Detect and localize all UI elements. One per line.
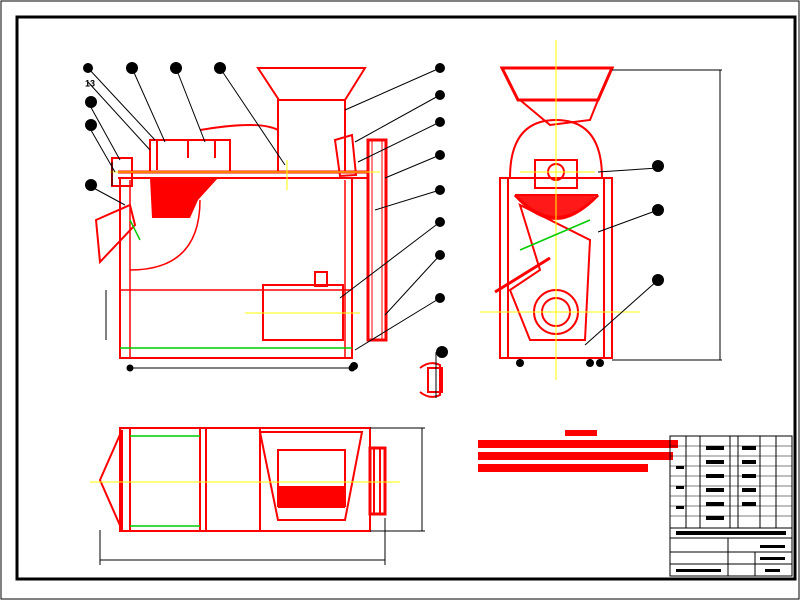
technical-notes [478,430,678,472]
top-view [98,427,387,532]
parts-list-glyphs [676,446,786,572]
inner-border [15,15,797,581]
top-screen-fill [278,486,345,508]
detail-view [419,352,443,398]
parts-list-rows [670,445,792,517]
hopper [256,67,367,101]
discharge-chute [94,203,137,265]
side-hopper [499,66,615,102]
top-hidden [130,435,200,527]
main-body [119,177,353,359]
side-dims [584,69,722,361]
top-chute [98,429,123,531]
front-view [94,67,388,359]
top-pulley [368,446,387,516]
top-dims [99,427,425,565]
side-balloons [350,160,664,370]
side-centerlines [480,40,640,380]
front-hidden [120,219,352,349]
belt-pulley [366,138,388,342]
upper-housing [149,139,231,173]
top-hopper [258,431,364,521]
front-centerlines [110,160,380,314]
hopper-neck [277,99,346,173]
front-balloons [83,62,448,358]
side-hidden [519,219,591,251]
top-body [119,427,371,532]
feed-screen [150,178,218,218]
callout-13: 13 [85,78,95,88]
